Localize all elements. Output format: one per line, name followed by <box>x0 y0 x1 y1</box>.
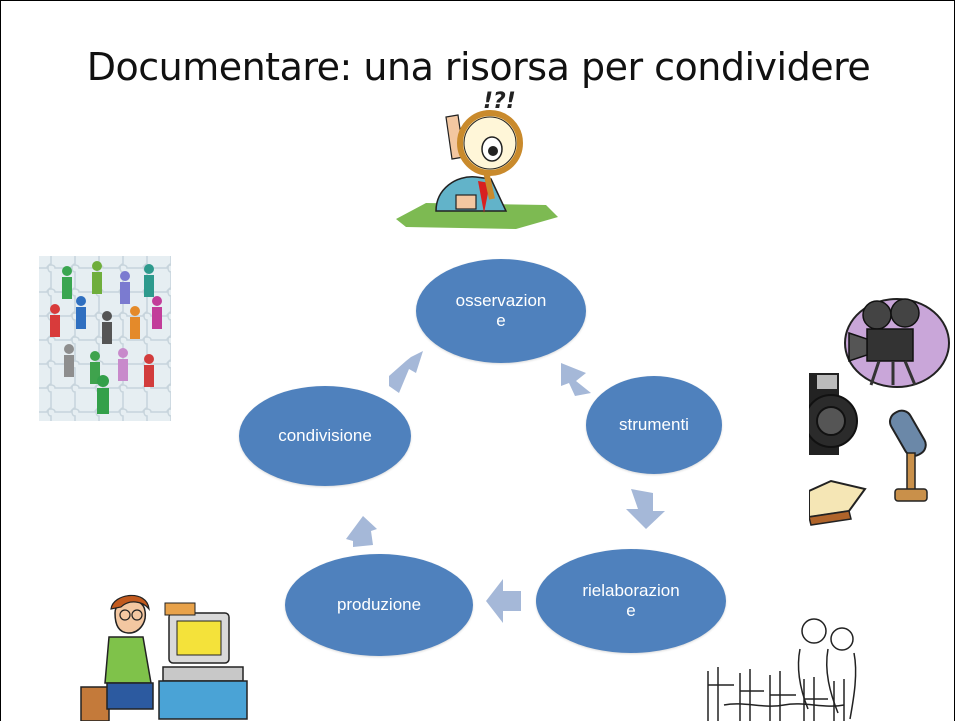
person-at-computer-icon <box>80 594 248 721</box>
slide-title: Documentare: una risorsa per condividere <box>86 45 871 89</box>
node-strumenti: strumenti <box>586 376 722 474</box>
arrow-condivisione-osservazione <box>389 351 423 393</box>
arrow-rielaborazione-produzione <box>486 579 521 623</box>
node-condivisione: condivisione <box>239 386 411 486</box>
people-sketch-icon <box>707 618 857 721</box>
magnifier-person-icon <box>396 110 558 229</box>
people-puzzle-icon <box>39 256 171 421</box>
camera-microphone-book-icon <box>809 298 950 526</box>
exclamation-question-icon: !?! <box>483 89 516 114</box>
node-osservazione: osservazion e <box>416 259 586 363</box>
arrow-strumenti-rielaborazione <box>626 489 665 529</box>
arrow-produzione-condivisione <box>346 516 377 547</box>
node-rielaborazione: rielaborazion e <box>536 549 726 653</box>
arrow-osservazione-strumenti <box>561 363 591 396</box>
node-produzione: produzione <box>285 554 473 656</box>
